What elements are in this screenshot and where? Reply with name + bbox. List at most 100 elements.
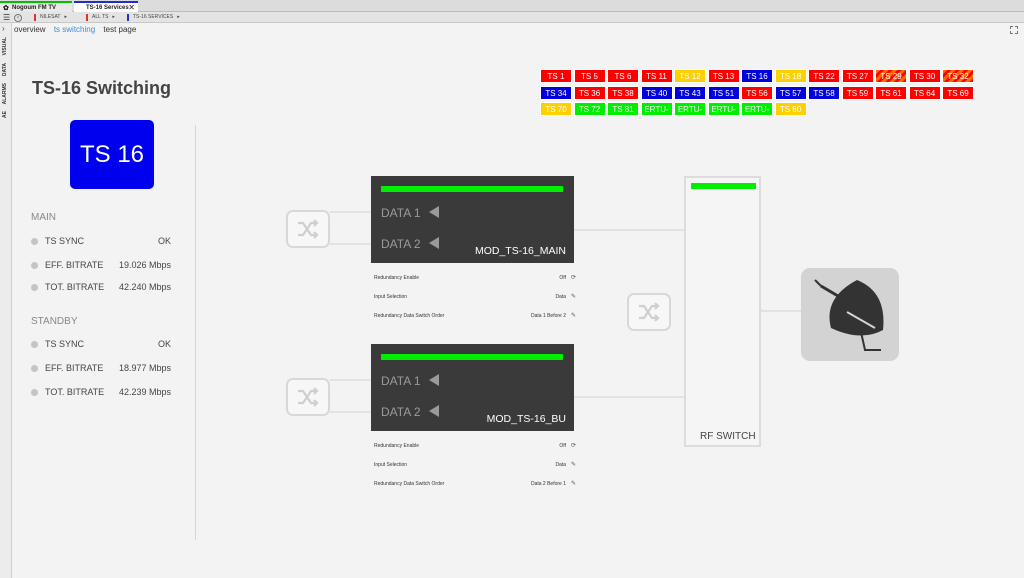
ts-cell[interactable]: TS 22 [808, 69, 840, 83]
ts-cell[interactable]: TS 69 [942, 85, 974, 100]
status-dot [31, 389, 38, 396]
breadcrumb-nilesat[interactable]: NILESAT▸ [34, 13, 67, 22]
status-bar [691, 183, 756, 189]
divider [195, 125, 196, 540]
ts-cell[interactable]: TS 43 [674, 85, 706, 100]
ts-cell[interactable]: TS 6 [607, 69, 639, 83]
modulator-backup[interactable]: DATA 1 DATA 2 MOD_TS-16_BU [371, 344, 574, 431]
ts-status-tile[interactable]: TS 16 [70, 120, 154, 189]
ts-cell[interactable]: TS 60 [774, 102, 807, 116]
ts-cell[interactable]: TS 58 [808, 85, 840, 100]
status-dot [31, 365, 38, 372]
status-dot [31, 284, 38, 291]
ts-cell[interactable]: TS 32 [942, 69, 974, 83]
pencil-icon[interactable]: ✎ [570, 462, 576, 468]
status-bar [381, 354, 563, 360]
nav-overview[interactable]: overview [14, 25, 46, 34]
stat-main-eff-bitrate: EFF. BITRATE 19.026 Mbps [31, 260, 173, 272]
ts-cell[interactable]: ERTU- [707, 102, 740, 116]
nav-test-page[interactable]: test page [103, 25, 137, 34]
ts-cell[interactable]: TS 18 [774, 69, 807, 83]
arrow-left-icon [428, 374, 439, 386]
tab-bar: ✿ Nogoum FM TV TS-16 Services ✕ [0, 0, 1024, 12]
breadcrumb-all-ts[interactable]: ALL TS▸ [86, 13, 115, 22]
shuffle-icon [639, 302, 660, 322]
tab-nogoum-fm-tv[interactable]: ✿ Nogoum FM TV [0, 1, 72, 12]
ts-cell[interactable]: TS 27 [841, 69, 874, 83]
input-data-2[interactable]: DATA 2 [381, 405, 439, 419]
section-title-standby: STANDBY [31, 316, 78, 327]
arrow-left-icon [428, 206, 439, 218]
ts-cell[interactable]: TS 64 [908, 85, 941, 100]
ts-cell[interactable]: TS 81 [607, 102, 639, 116]
ts-cell[interactable]: TS 51 [707, 85, 740, 100]
status-dot [31, 238, 38, 245]
ts-cell[interactable]: TS 38 [607, 85, 639, 100]
stat-standby-eff-bitrate: EFF. BITRATE 18.977 Mbps [31, 363, 173, 375]
fullscreen-icon[interactable] [1010, 26, 1018, 34]
shuffle-input-main[interactable] [286, 210, 330, 248]
ts-cell[interactable]: TS 61 [875, 85, 907, 100]
nav-ts-switching[interactable]: ts switching [53, 25, 96, 34]
ts-cell[interactable]: TS 30 [908, 69, 941, 83]
stat-main-tot-bitrate: TOT. BITRATE 42.240 Mbps [31, 282, 173, 294]
modulator-name: MOD_TS-16_MAIN [474, 245, 566, 257]
ts-cell[interactable]: TS 36 [573, 85, 606, 100]
close-icon[interactable]: ✕ [128, 3, 135, 12]
status-dot [31, 262, 38, 269]
ts-cell[interactable]: ERTU- [640, 102, 673, 116]
back-icon[interactable]: ‹ [14, 14, 22, 22]
sync-icon[interactable]: ⟳ [570, 443, 576, 449]
pencil-icon[interactable]: ✎ [570, 294, 576, 300]
section-title-main: MAIN [31, 212, 56, 223]
ts-cell[interactable]: TS 12 [674, 69, 706, 83]
chevron-right-icon[interactable]: › [2, 24, 5, 33]
satellite-icon [814, 279, 884, 351]
breadcrumb-ts16-services[interactable]: TS-16 SERVICES▸ [127, 13, 180, 22]
input-data-1[interactable]: DATA 1 [381, 374, 439, 388]
ts-cell[interactable]: TS 13 [707, 69, 740, 83]
sub-navigation: overview ts switching test page [14, 24, 142, 36]
satellite-dish-icon[interactable] [801, 268, 899, 361]
side-panel-strip: › VISUAL DATA ALARMS AE [0, 23, 12, 578]
sync-icon[interactable]: ⟳ [570, 275, 576, 281]
ts-cell[interactable]: TS 5 [573, 69, 606, 83]
shuffle-icon [298, 387, 319, 407]
ts-cell[interactable]: TS 56 [741, 85, 773, 100]
shuffle-modulator-select[interactable] [627, 293, 671, 331]
rf-switch-label: RF SWITCH [700, 431, 756, 442]
shuffle-input-bu[interactable] [286, 378, 330, 416]
ts-cell[interactable]: TS 16 [741, 69, 773, 83]
breadcrumb: ☰ ‹ NILESAT▸ ALL TS▸ TS-16 SERVICES▸ [0, 12, 1024, 23]
ts-cell[interactable]: TS 72 [573, 102, 606, 116]
ts-cell[interactable]: TS 59 [841, 85, 874, 100]
shuffle-icon [298, 219, 319, 239]
tab-label: TS-16 Services [86, 5, 129, 11]
pencil-icon[interactable]: ✎ [570, 481, 576, 487]
stat-standby-ts-sync: TS SYNC OK [31, 339, 173, 351]
stat-main-ts-sync: TS SYNC OK [31, 236, 173, 248]
status-dot [31, 341, 38, 348]
pencil-icon[interactable]: ✎ [570, 313, 576, 319]
input-data-1[interactable]: DATA 1 [381, 206, 439, 220]
menu-icon[interactable]: ☰ [3, 13, 11, 22]
modulator-main[interactable]: DATA 1 DATA 2 MOD_TS-16_MAIN [371, 176, 574, 263]
ts-cell[interactable]: TS 40 [640, 85, 673, 100]
ts-cell[interactable]: TS 11 [640, 69, 673, 83]
ts-cell[interactable]: TS 29 [875, 69, 907, 83]
input-data-2[interactable]: DATA 2 [381, 237, 439, 251]
ts-cell[interactable]: ERTU- [674, 102, 706, 116]
rf-switch[interactable]: RF SWITCH [684, 176, 761, 447]
ts-cell[interactable]: ERTU- [741, 102, 773, 116]
ts-cell[interactable]: TS 1 [540, 69, 572, 83]
ts-cell[interactable]: TS 34 [540, 85, 572, 100]
ts-cell[interactable]: TS 57 [774, 85, 807, 100]
tab-ts16-services[interactable]: TS-16 Services ✕ [74, 1, 138, 12]
ts-cell[interactable]: TS 70 [540, 102, 572, 116]
status-bar [381, 186, 563, 192]
